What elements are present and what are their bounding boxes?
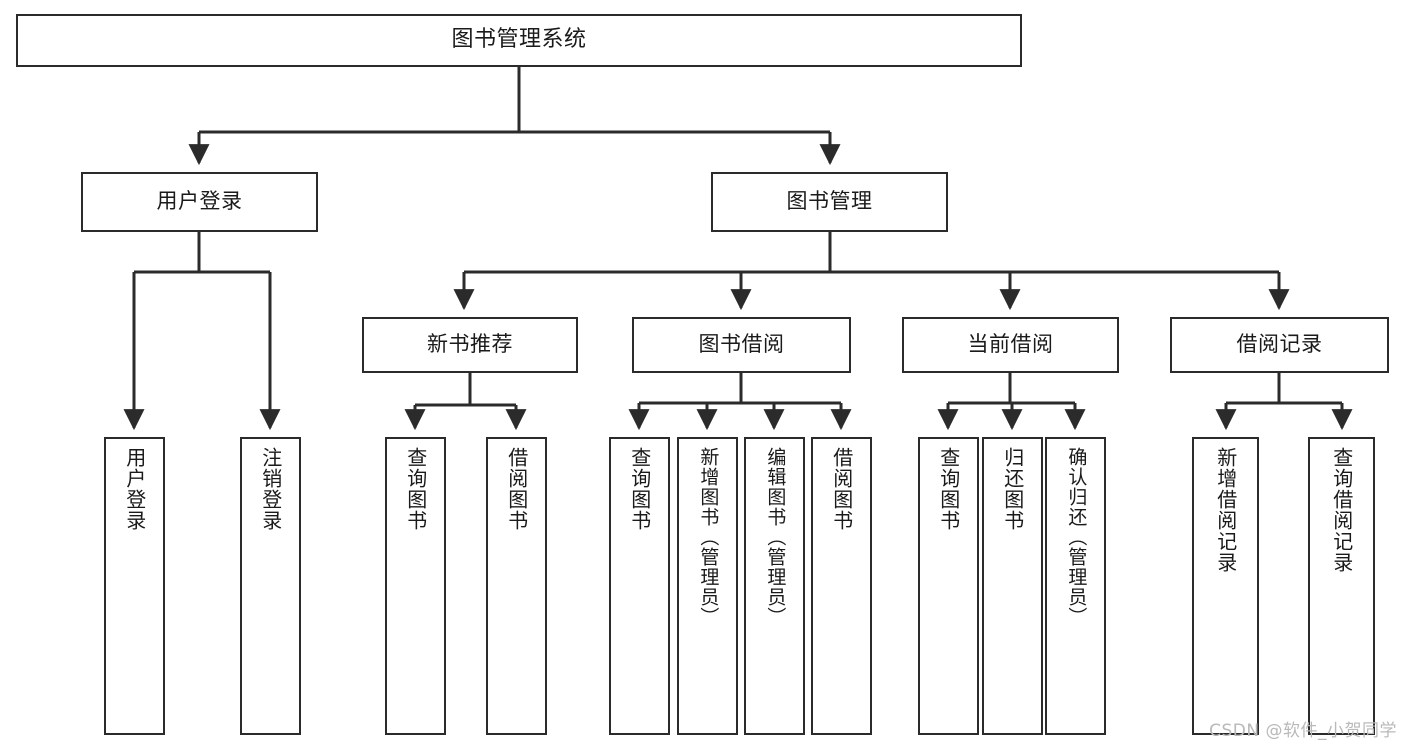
- leaf-label: 新增图书（管理员）: [697, 447, 720, 627]
- leaf-label: 用户登录: [122, 447, 147, 531]
- node-current-borrow[interactable]: 当前借阅: [902, 317, 1119, 373]
- leaf-label: 查询图书: [403, 447, 428, 531]
- leaf-new-book-borrow[interactable]: 借阅图书: [486, 437, 547, 735]
- leaf-borrow-add-book[interactable]: 新增图书（管理员）: [677, 437, 738, 735]
- leaf-label: 查询借阅记录: [1329, 447, 1354, 573]
- leaf-user-login-logout[interactable]: 注销登录: [240, 437, 301, 735]
- node-book-borrow-label: 图书借阅: [698, 332, 785, 357]
- node-user-login[interactable]: 用户登录: [81, 172, 318, 232]
- node-book-management-label: 图书管理: [786, 189, 873, 214]
- leaf-label: 归还图书: [1000, 447, 1025, 531]
- node-current-borrow-label: 当前借阅: [967, 332, 1054, 357]
- leaf-label: 注销登录: [258, 447, 283, 531]
- leaf-borrow-edit-book[interactable]: 编辑图书（管理员）: [744, 437, 805, 735]
- leaf-borrow-query-book[interactable]: 查询图书: [609, 437, 670, 735]
- leaf-label: 新增借阅记录: [1213, 447, 1238, 573]
- node-borrow-record[interactable]: 借阅记录: [1170, 317, 1389, 373]
- leaf-record-add-record[interactable]: 新增借阅记录: [1192, 437, 1259, 735]
- leaf-borrow-borrow-book[interactable]: 借阅图书: [811, 437, 872, 735]
- leaf-label: 确认归还（管理员）: [1065, 447, 1088, 627]
- leaf-user-login-login[interactable]: 用户登录: [104, 437, 165, 735]
- node-root-system[interactable]: 图书管理系统: [16, 14, 1022, 67]
- node-borrow-record-label: 借阅记录: [1236, 332, 1323, 357]
- leaf-current-query-book[interactable]: 查询图书: [918, 437, 979, 735]
- leaf-current-confirm-return[interactable]: 确认归还（管理员）: [1045, 437, 1106, 735]
- leaf-label: 查询图书: [627, 447, 652, 531]
- node-book-borrow[interactable]: 图书借阅: [632, 317, 851, 373]
- leaf-record-query-record[interactable]: 查询借阅记录: [1308, 437, 1375, 735]
- leaf-label: 查询图书: [936, 447, 961, 531]
- leaf-label: 借阅图书: [504, 447, 529, 531]
- node-book-management[interactable]: 图书管理: [711, 172, 948, 232]
- node-user-login-label: 用户登录: [156, 189, 243, 214]
- node-new-book-recommend-label: 新书推荐: [427, 332, 513, 357]
- node-new-book-recommend[interactable]: 新书推荐: [362, 317, 578, 373]
- csdn-watermark: CSDN @软件_小贺同学: [1209, 721, 1397, 741]
- leaf-current-return-book[interactable]: 归还图书: [982, 437, 1043, 735]
- node-root-label: 图书管理系统: [451, 27, 587, 53]
- leaf-label: 编辑图书（管理员）: [764, 447, 787, 627]
- leaf-label: 借阅图书: [829, 447, 854, 531]
- leaf-new-book-query[interactable]: 查询图书: [385, 437, 446, 735]
